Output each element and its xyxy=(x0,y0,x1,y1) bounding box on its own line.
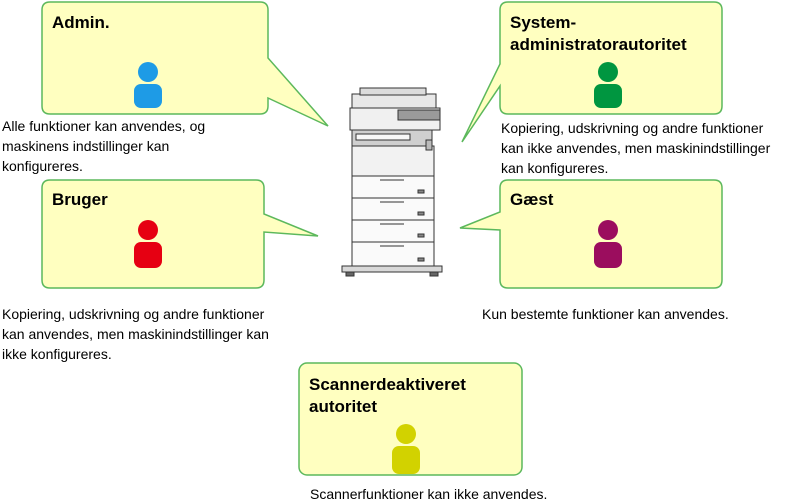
system-admin-description-line: kan ikke anvendes, men maskinindstilling… xyxy=(501,140,771,156)
bubble-user-shape xyxy=(41,179,319,289)
user-person-icon xyxy=(134,220,162,268)
system-admin-title-line-1: System- xyxy=(510,13,577,32)
bubble-scanner-disabled-shape xyxy=(298,362,523,476)
system-admin-description: Kopiering, udskrivning og andre funktion… xyxy=(501,118,770,178)
admin-description-line: Alle funktioner kan anvendes, og xyxy=(2,118,206,134)
bubble-guest xyxy=(459,179,723,289)
system-admin-title: System- administratorautoritet xyxy=(510,12,687,56)
multifunction-printer-icon xyxy=(341,87,443,277)
bubble-admin-shape xyxy=(41,1,329,127)
user-title: Bruger xyxy=(52,190,108,209)
system-admin-person-icon xyxy=(594,62,622,108)
guest-person-icon xyxy=(594,220,622,268)
bubble-system-admin xyxy=(461,1,723,143)
scanner-disabled-description-line: Scannerfunktioner kan ikke anvendes. xyxy=(310,486,548,502)
bubble-user xyxy=(41,179,319,289)
admin-description: Alle funktioner kan anvendes, og maskine… xyxy=(2,116,205,176)
admin-description-line: maskinens indstillinger kan xyxy=(2,138,170,154)
guest-title: Gæst xyxy=(510,190,554,209)
system-admin-description-line: kan konfigureres. xyxy=(501,160,609,176)
user-description-line: kan anvendes, men maskinindstillinger ka… xyxy=(2,326,269,342)
bubble-system-admin-shape xyxy=(461,1,723,143)
scanner-disabled-title: Scannerdeaktiveret autoritet xyxy=(309,374,466,418)
scanner-disabled-title-line-2: autoritet xyxy=(309,397,377,416)
bubble-admin xyxy=(41,1,329,127)
bubble-guest-shape xyxy=(459,179,723,289)
bubble-scanner-disabled xyxy=(298,362,523,476)
user-description-line: Kopiering, udskrivning og andre funktion… xyxy=(2,306,265,322)
system-admin-description-line: Kopiering, udskrivning og andre funktion… xyxy=(501,120,764,136)
user-description: Kopiering, udskrivning og andre funktion… xyxy=(2,304,269,364)
scanner-disabled-description: Scannerfunktioner kan ikke anvendes. xyxy=(310,484,547,504)
user-description-line: ikke konfigureres. xyxy=(2,346,112,362)
guest-description-line: Kun bestemte funktioner kan anvendes. xyxy=(482,306,729,322)
scanner-disabled-person-icon xyxy=(392,424,420,474)
guest-description: Kun bestemte funktioner kan anvendes. xyxy=(482,304,729,324)
admin-person-icon xyxy=(134,62,162,108)
admin-title: Admin. xyxy=(52,13,110,32)
admin-description-line: konfigureres. xyxy=(2,158,83,174)
scanner-disabled-title-line-1: Scannerdeaktiveret xyxy=(309,375,466,394)
system-admin-title-line-2: administratorautoritet xyxy=(510,35,687,54)
